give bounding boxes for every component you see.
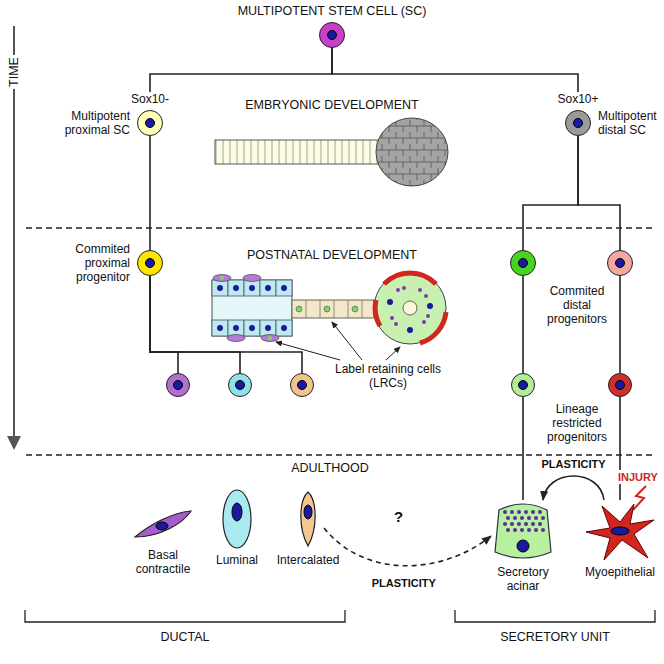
- stage-label: Label retaining cells (LRCs): [328, 362, 448, 390]
- stage-label: ?: [392, 510, 405, 524]
- stage-label: DUCTAL: [158, 630, 211, 644]
- cell-nucleus: [145, 118, 155, 128]
- stage-label: EMBRYONIC DEVELOPMENT: [243, 98, 420, 112]
- time-label: TIME: [7, 55, 21, 89]
- cell-circle-node: [607, 250, 633, 276]
- cell-shape: [295, 488, 321, 550]
- cell-label: Multipotent distal SC: [598, 109, 664, 137]
- cell-circle: [166, 373, 190, 397]
- cell-node: Myoepithelial: [584, 500, 656, 579]
- lineage-line: [150, 276, 302, 373]
- marker-label: Sox10+: [557, 92, 598, 106]
- cell-circle: [137, 250, 163, 276]
- cell-shape: [131, 505, 195, 545]
- marker-label: Sox10-: [131, 92, 169, 106]
- cell-node: Intercalated: [277, 488, 340, 567]
- lineage-line: [522, 397, 524, 500]
- cell-circle: [228, 373, 252, 397]
- cell-nucleus: [297, 380, 307, 390]
- cell-circle-node: [290, 373, 314, 397]
- cell-nucleus: [235, 380, 245, 390]
- cell-circle-node: Sox10-Multipotent proximal SC: [131, 92, 169, 136]
- cell-nucleus: [573, 118, 583, 128]
- curved-arrow: [543, 476, 604, 500]
- injury-bolt: [633, 486, 646, 510]
- stage-label: SECRETORY UNIT: [498, 630, 612, 644]
- stem-cell-heading: MULTIPOTENT STEM CELL (SC): [238, 4, 427, 18]
- lineage-line: [149, 136, 151, 250]
- stage-label: INJURY: [616, 470, 660, 484]
- cell-drawing: [584, 500, 656, 562]
- cell-nucleus: [615, 258, 625, 268]
- cell-circle-node: MULTIPOTENT STEM CELL (SC): [238, 4, 427, 48]
- cell-label: Commited proximal progenitor: [46, 242, 130, 284]
- cell-drawing: [131, 505, 195, 545]
- cell-circle-node: [511, 373, 535, 397]
- cell-circle-node: Commited proximal progenitor: [137, 250, 163, 276]
- cell-node: Secretory acinar: [491, 500, 555, 593]
- lineage-line: [150, 276, 178, 373]
- postnatal-gland: [212, 272, 446, 344]
- lrc-leaders: [276, 322, 400, 360]
- cell-shape: [584, 500, 656, 562]
- cell-circle: [137, 110, 163, 136]
- brackets: [25, 610, 655, 622]
- cell-circle-node: [608, 373, 632, 397]
- cell-nucleus: [327, 30, 337, 40]
- cell-circle: [319, 22, 345, 48]
- cell-drawing: [493, 500, 553, 562]
- cell-shape: [220, 488, 254, 550]
- cell-circle-node: [228, 373, 252, 397]
- stage-label: POSTNATAL DEVELOPMENT: [245, 248, 419, 262]
- edge-label: PLASTICITY: [370, 577, 438, 590]
- stage-label: Lineage restricted progenitors: [537, 402, 617, 444]
- cell-nucleus: [145, 258, 155, 268]
- cell-nucleus: [518, 258, 528, 268]
- stage-label: ADULTHOOD: [289, 461, 371, 475]
- cell-drawing: [295, 488, 321, 550]
- stage-label: Commited distal progenitors: [537, 284, 617, 326]
- cell-node: Luminal: [216, 488, 258, 567]
- time-arrow: [7, 26, 21, 450]
- cell-label: Secretory acinar: [491, 565, 555, 593]
- cell-label: Intercalated: [277, 553, 340, 567]
- lineage-line: [332, 48, 578, 92]
- cell-circle-node: [510, 250, 536, 276]
- cell-circle: [607, 250, 633, 276]
- cell-shape: [493, 500, 553, 562]
- cell-circle-node: Sox10+Multipotent distal SC: [557, 92, 598, 136]
- embryonic-gland: [215, 118, 448, 186]
- cell-circle: [608, 373, 632, 397]
- stage-separators: [26, 228, 656, 455]
- cell-nucleus: [518, 380, 528, 390]
- lineage-line: [619, 276, 621, 373]
- cell-circle-node: [166, 373, 190, 397]
- edge-label: PLASTICITY: [539, 458, 607, 471]
- cell-label: Basal contractile: [128, 548, 198, 576]
- cell-nucleus: [173, 380, 183, 390]
- lineage-line: [150, 48, 332, 92]
- cell-label: Multipotent proximal SC: [46, 109, 130, 137]
- dashed-arrow: [324, 528, 491, 566]
- lineage-line: [578, 136, 620, 250]
- cell-circle: [565, 110, 591, 136]
- lineage-line: [522, 276, 524, 373]
- cell-label: Myoepithelial: [585, 565, 655, 579]
- cell-label: Luminal: [216, 553, 258, 567]
- cell-circle: [510, 250, 536, 276]
- cell-drawing: [220, 488, 254, 550]
- cell-nucleus: [615, 380, 625, 390]
- cell-circle: [290, 373, 314, 397]
- lineage-line: [619, 397, 621, 500]
- cell-node: Basal contractile: [128, 505, 198, 576]
- cell-circle: [511, 373, 535, 397]
- lineage-line: [150, 276, 240, 373]
- lineage-line: [523, 136, 578, 250]
